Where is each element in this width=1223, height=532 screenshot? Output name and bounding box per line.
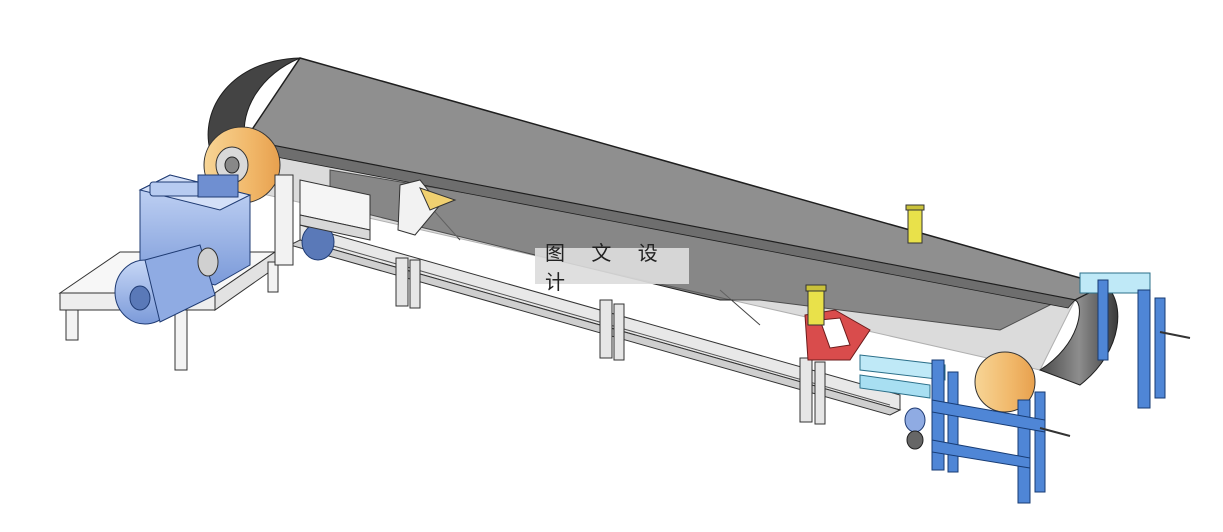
watermark-label: 图 文 设 计 xyxy=(535,241,689,294)
tail-pulley xyxy=(974,351,1036,413)
conveyor-frame xyxy=(288,224,902,425)
red-idler-stand xyxy=(804,284,871,361)
tail-drive xyxy=(904,407,926,450)
tail-frame xyxy=(931,279,1166,504)
yellow-post xyxy=(905,204,925,244)
tail-shaft xyxy=(1039,331,1191,437)
head-bracket xyxy=(299,179,371,241)
electric-motor xyxy=(114,244,219,325)
idler-support-1 xyxy=(397,179,457,236)
